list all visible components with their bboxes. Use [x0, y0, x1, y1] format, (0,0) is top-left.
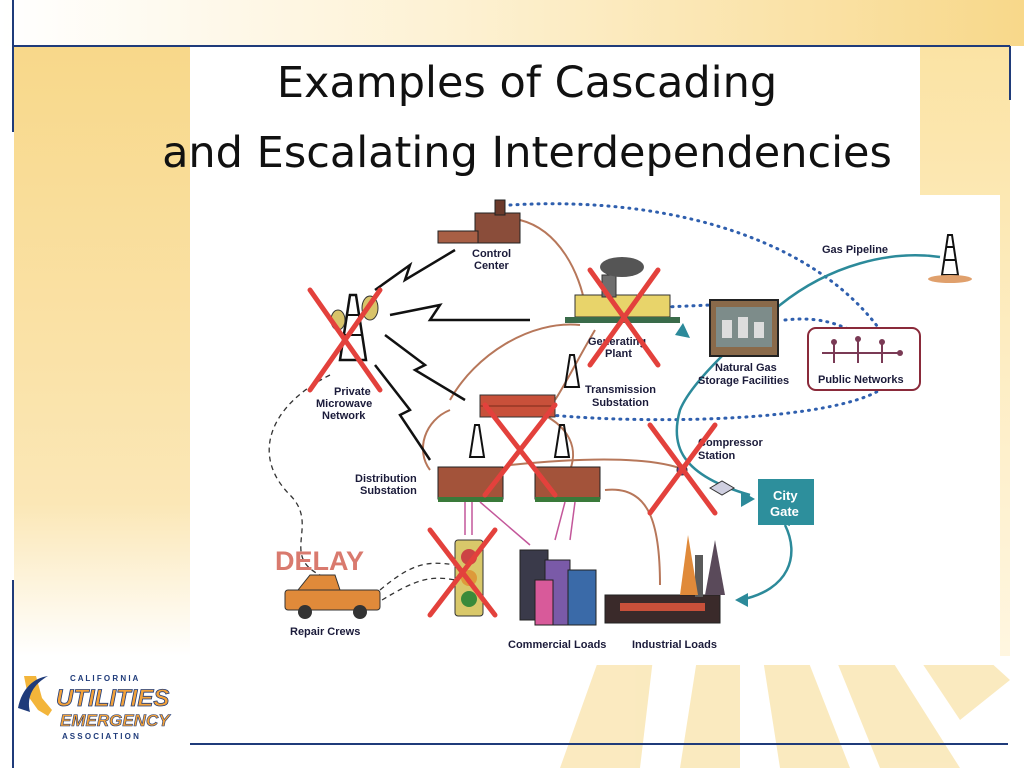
microwave-bolts [374, 248, 530, 461]
arrow-industrial [735, 593, 748, 607]
logo-emergency: EMERGENCY [60, 711, 171, 730]
label-distribution-1: Distribution [355, 473, 417, 485]
control-center-body [474, 212, 521, 244]
transmission-tower-icon [563, 354, 581, 388]
failure-cross-compressor [647, 422, 718, 516]
failure-cross-traffic-light [427, 527, 498, 618]
label-city-gate-1: City [773, 488, 798, 503]
label-transmission-2: Substation [592, 397, 649, 409]
arrow-citygate [741, 491, 755, 507]
derrick-icon [940, 234, 960, 276]
power-plant-transmission [449, 323, 581, 401]
commercial-building-4 [534, 579, 554, 626]
well-ground [928, 275, 972, 283]
industrial-loads: Industrial Loads [604, 535, 725, 651]
label-storage-2: Storage Facilities [698, 375, 789, 387]
power-to-compressor [509, 458, 686, 471]
logo-top-line: C A L I F O R N I A [70, 674, 139, 683]
dist-tower-right [553, 424, 571, 458]
label-compressor-1: Compressor [698, 437, 764, 449]
city-gate-box [758, 479, 814, 525]
transmission-substation: Transmission Substation [479, 354, 656, 418]
left-band [14, 46, 190, 656]
power-distribution-left [421, 409, 451, 471]
bolt-to-control [374, 248, 456, 292]
bolt-to-plant [389, 303, 530, 322]
power-plant-transmission-2 [554, 329, 596, 401]
sun-swoosh-icon [18, 676, 48, 712]
label-private-2: Microwave [316, 398, 372, 410]
label-commercial-loads: Commercial Loads [508, 639, 606, 651]
public-networks: Public Networks [807, 327, 921, 391]
bolt-to-distribution [374, 364, 432, 461]
label-private-3: Network [322, 410, 366, 422]
label-private-1: Private [334, 386, 371, 398]
distribution-substations: Distribution Substation [355, 424, 601, 502]
logo-utilities: UTILITIES [56, 685, 169, 712]
bolt-to-transmission [384, 334, 466, 402]
label-delay: DELAY [275, 546, 364, 576]
valve-icon [709, 480, 735, 496]
commercial-building-3 [567, 569, 597, 626]
commercial-loads: Commercial Loads [508, 549, 606, 651]
label-control-center-2: Center [474, 260, 510, 272]
logo-association: A S S O C I A T I O N [62, 732, 139, 741]
dist-tower-left [468, 424, 486, 458]
label-compressor-2: Station [698, 450, 736, 462]
gas-well: Gas Pipeline [822, 234, 972, 283]
label-city-gate-2: Gate [770, 504, 799, 519]
comm-link-transmission-public [548, 388, 882, 422]
label-storage-1: Natural Gas [715, 362, 777, 374]
comm-link-plant-storage [663, 303, 712, 309]
slide-title-line-2: and Escalating Interdependencies [162, 128, 892, 178]
failure-cross-plant [587, 267, 661, 368]
label-gas-pipeline: Gas Pipeline [822, 244, 888, 256]
failure-cross-distribution [482, 402, 558, 498]
truck-icon [284, 589, 381, 611]
repair-crews: DELAY Repair Crews [268, 374, 456, 638]
control-center: Control Center [437, 199, 521, 272]
control-center-tower [494, 199, 506, 216]
gas-citygate-industrial [739, 524, 793, 602]
label-distribution-2: Substation [360, 485, 417, 497]
natural-gas-storage: Natural Gas Storage Facilities [698, 299, 789, 387]
plant-smoke [600, 257, 644, 277]
label-repair-crews: Repair Crews [290, 626, 360, 638]
top-band [0, 0, 1024, 46]
cuea-logo: C A L I F O R N I A UTILITIES EMERGENCY … [18, 674, 172, 741]
load-lines [464, 501, 576, 546]
city-gate: City Gate [758, 479, 814, 525]
slide-title-line-1: Examples of Cascading [276, 58, 778, 108]
factory-stack [695, 555, 703, 597]
label-transmission-1: Transmission [585, 384, 656, 396]
dashed-route-2 [379, 562, 456, 591]
control-center-wing [437, 230, 479, 244]
label-public-networks: Public Networks [818, 374, 904, 386]
label-control-center-1: Control [472, 248, 511, 260]
interdependency-diagram: Control Center Gas Pipeline Generating P… [210, 195, 1000, 665]
label-generating-2: Plant [605, 348, 632, 360]
tree-icon-orange [680, 535, 698, 595]
failure-cross-microwave [307, 287, 383, 393]
label-industrial-loads: Industrial Loads [632, 639, 717, 651]
tree-icon-dark [705, 540, 725, 595]
arrow-plant [675, 323, 690, 338]
failure-crosses [307, 267, 718, 618]
